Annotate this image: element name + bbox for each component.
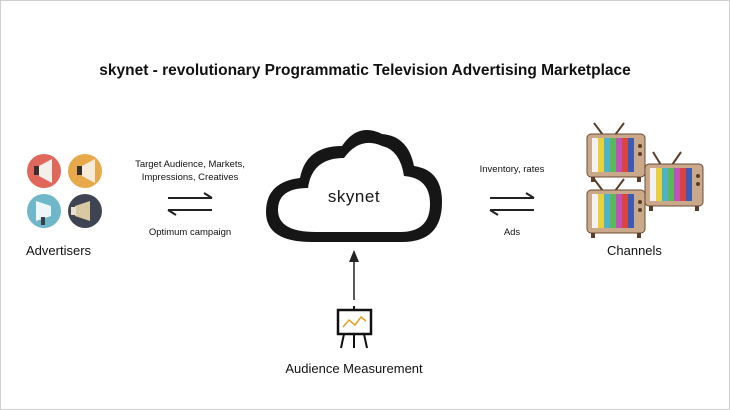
channels-label: Channels — [607, 243, 662, 258]
left-top-text-line1: Target Audience, Markets, — [135, 159, 245, 170]
cloud-label: skynet — [327, 187, 381, 206]
tv-icon — [586, 122, 646, 182]
advertisers-label: Advertisers — [26, 243, 92, 258]
right-exchange-arrows — [489, 192, 535, 216]
right-top-text: Inventory, rates — [479, 164, 545, 175]
megaphone-icon — [27, 154, 61, 188]
left-bottom-text: Optimum campaign — [148, 227, 232, 238]
audience-measurement-label: Audience Measurement — [285, 361, 423, 376]
cloud-inner — [278, 142, 430, 232]
megaphone-icon — [27, 194, 61, 228]
right-bottom-text: Ads — [503, 227, 521, 238]
tv-icon — [586, 178, 646, 238]
measurement-arrow — [349, 250, 359, 300]
megaphone-icon — [68, 154, 102, 188]
tv-icon — [644, 151, 704, 211]
easel-chart-icon — [336, 306, 373, 349]
left-exchange-arrows — [167, 192, 213, 216]
megaphone-icon — [68, 194, 102, 228]
diagram-title: skynet - revolutionary Programmatic Tele… — [99, 62, 631, 79]
left-top-text-line2: Impressions, Creatives — [141, 172, 239, 183]
